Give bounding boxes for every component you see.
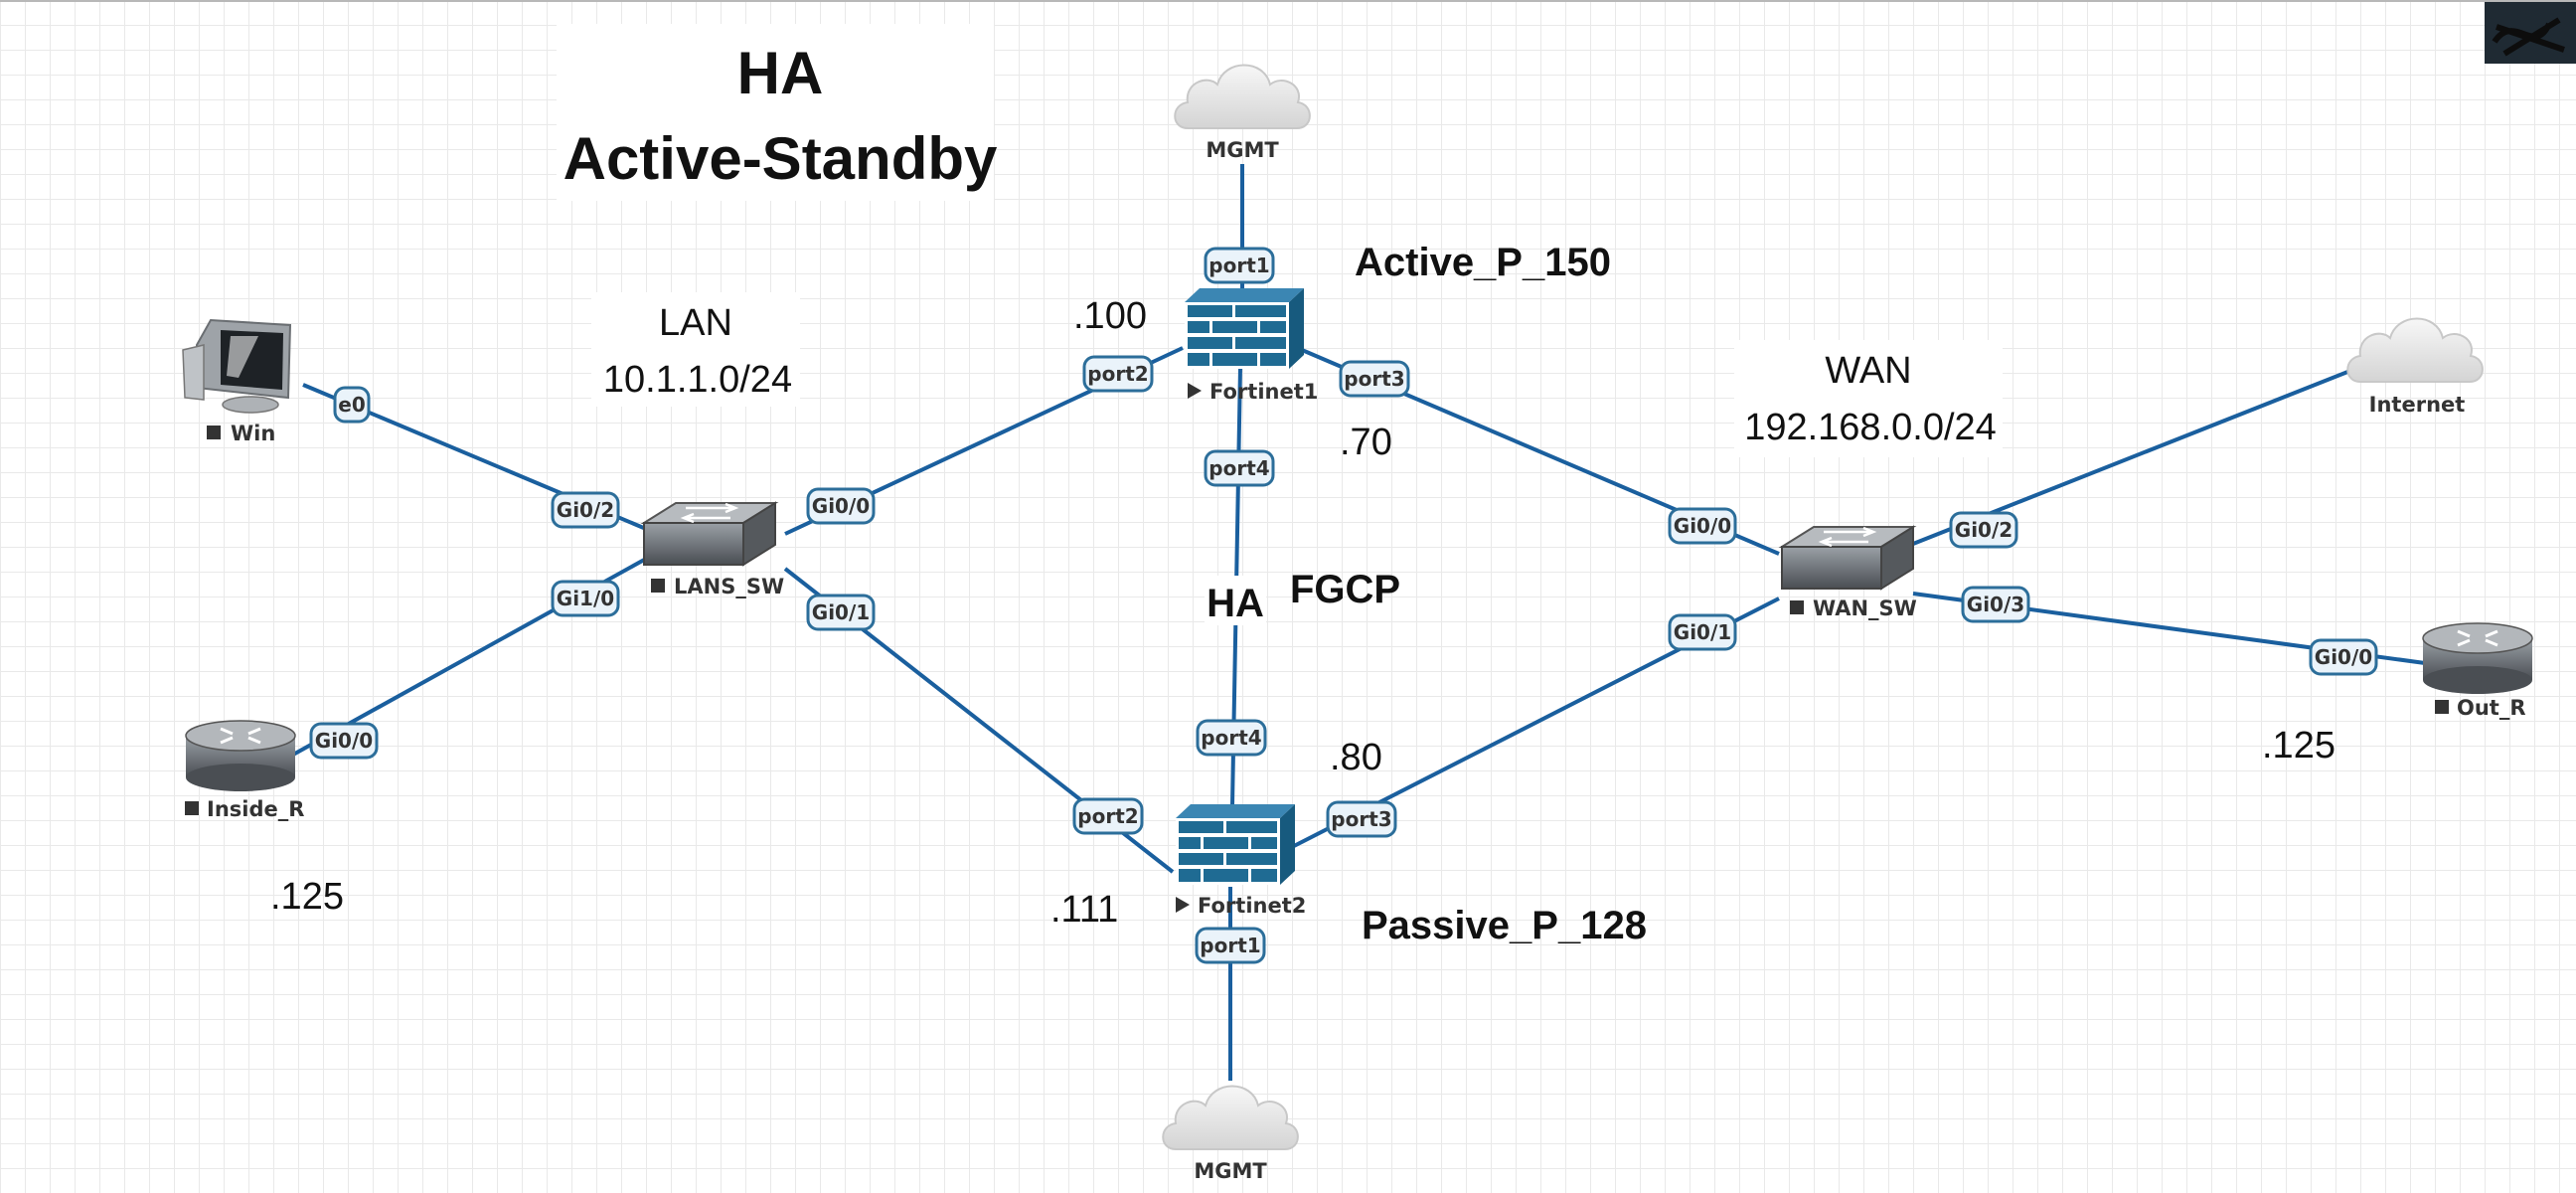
router-icon	[185, 720, 296, 791]
ip-fw1-wan: .70	[1340, 422, 1392, 463]
port-pill[interactable]	[1072, 797, 1144, 835]
win-label: Win	[231, 422, 275, 445]
lan-label: LAN	[659, 302, 732, 344]
monitor-icon	[182, 318, 292, 414]
port-pill[interactable]	[1961, 586, 2030, 623]
fortinet2[interactable]: Fortinet2	[1176, 804, 1306, 918]
port-fw2-port4: port4	[1201, 726, 1261, 750]
lan-label-box	[591, 292, 800, 407]
out-r-label: Out_R	[2457, 696, 2526, 720]
firewall-icon	[1185, 288, 1304, 369]
win-pc[interactable]: Win	[182, 318, 292, 445]
lan-subnet: 10.1.1.0/24	[603, 359, 792, 401]
port-wan-gi03: Gi0/3	[1967, 593, 2024, 616]
port-pill[interactable]	[1196, 719, 1267, 757]
active-role-label: Active_P_150	[1355, 241, 1611, 284]
corner-widget[interactable]	[2485, 2, 2576, 64]
node-stop-indicator	[651, 579, 665, 593]
port-texts: e0 Gi0/2 Gi1/0 Gi0/0 Gi0/1 Gi0/0 port1 p…	[315, 254, 2372, 957]
port-pill[interactable]	[1668, 507, 1737, 545]
port-pill[interactable]	[806, 487, 876, 525]
internet-label: Internet	[2369, 393, 2466, 417]
passive-role-label: Passive_P_128	[1362, 904, 1647, 947]
node-stop-indicator	[207, 426, 221, 439]
out-router[interactable]: Out_R	[2422, 622, 2533, 720]
node-stop-indicator	[185, 801, 199, 815]
node-stop-indicator	[2435, 700, 2449, 714]
port-pill[interactable]	[333, 386, 371, 424]
lans-switch[interactable]: LANS_SW	[640, 501, 784, 598]
switch-icon	[640, 501, 779, 567]
mgmt-bottom-label: MGMT	[1194, 1159, 1267, 1183]
internet-cloud[interactable]	[2346, 317, 2484, 383]
ip-fw2-wan: .80	[1330, 737, 1382, 778]
wan-sw-label: WAN_SW	[1813, 596, 1917, 620]
port-pill[interactable]	[551, 580, 620, 617]
port-fw2-port2: port2	[1077, 804, 1138, 828]
port-win-e0: e0	[338, 393, 365, 417]
port-pill[interactable]	[1204, 247, 1275, 284]
cloud-icon	[1162, 1085, 1299, 1150]
ha-label: HA	[1207, 582, 1264, 625]
port-pill[interactable]	[1204, 449, 1275, 487]
port-pill[interactable]	[551, 491, 620, 529]
scribble-icon	[2492, 17, 2565, 57]
firewall-icon	[1176, 804, 1295, 885]
inside-r-label: Inside_R	[207, 797, 304, 821]
port-lans-gi01: Gi0/1	[812, 600, 870, 624]
node-stop-indicator	[1790, 600, 1804, 614]
port-labels	[309, 247, 2378, 964]
port-lans-gi02: Gi0/2	[557, 498, 614, 522]
mgmt-top-label: MGMT	[1206, 138, 1279, 162]
port-pill[interactable]	[1339, 360, 1410, 398]
title-line2: Active-Standby	[564, 125, 998, 192]
mgmt-cloud-top[interactable]	[1174, 64, 1311, 129]
fortinet1[interactable]: Fortinet1	[1185, 288, 1318, 404]
port-fw1-port4: port4	[1208, 456, 1269, 480]
port-fw1-port2: port2	[1087, 362, 1148, 386]
port-wan-gi01: Gi0/1	[1674, 620, 1731, 644]
wan-switch[interactable]: WAN_SW	[1778, 525, 1917, 620]
mgmt-cloud-bottom[interactable]	[1162, 1085, 1299, 1150]
switch-icon	[1778, 525, 1917, 591]
port-pill[interactable]	[1195, 927, 1266, 964]
port-fw1-port1: port1	[1208, 254, 1269, 277]
port-pill[interactable]	[806, 594, 876, 631]
port-inside-gi00: Gi0/0	[315, 729, 373, 753]
cloud-icon	[2346, 317, 2484, 383]
port-pill[interactable]	[1082, 355, 1154, 393]
port-fw2-port3: port3	[1331, 807, 1391, 831]
port-pill[interactable]	[1668, 613, 1737, 651]
fgcp-label: FGCP	[1290, 568, 1400, 611]
inside-router[interactable]: Inside_R	[185, 720, 304, 821]
port-lans-gi10: Gi1/0	[557, 587, 614, 610]
port-pill[interactable]	[1326, 800, 1397, 838]
port-outr-gi00: Gi0/0	[2315, 645, 2372, 669]
port-fw1-port3: port3	[1344, 367, 1404, 391]
wan-subnet: 192.168.0.0/24	[1744, 407, 1997, 448]
lans-sw-label: LANS_SW	[674, 575, 784, 598]
port-pill[interactable]	[2309, 638, 2378, 676]
ha-label-bg	[1205, 576, 1266, 625]
ip-out-r: .125	[2262, 725, 2335, 767]
title-box	[557, 24, 994, 201]
cloud-icon	[1174, 64, 1311, 129]
title-line1: HA	[737, 40, 824, 106]
wan-label-box	[1734, 340, 2003, 457]
port-fw2-port1: port1	[1200, 934, 1260, 957]
play-icon	[1176, 897, 1190, 913]
port-wan-gi00: Gi0/0	[1674, 514, 1731, 538]
port-pill[interactable]	[1949, 511, 2018, 549]
fortinet1-label: Fortinet1	[1209, 380, 1318, 404]
ip-fw1-lan: .100	[1073, 295, 1147, 337]
port-wan-gi02: Gi0/2	[1955, 518, 2012, 542]
wan-label: WAN	[1825, 350, 1911, 392]
play-icon	[1188, 383, 1202, 399]
port-lans-gi00: Gi0/0	[812, 494, 870, 518]
port-pill[interactable]	[309, 722, 379, 760]
router-icon	[2422, 622, 2533, 694]
fortinet2-label: Fortinet2	[1198, 894, 1306, 918]
ip-fw2-lan: .111	[1050, 889, 1118, 931]
ip-inside-r: .125	[270, 876, 344, 918]
